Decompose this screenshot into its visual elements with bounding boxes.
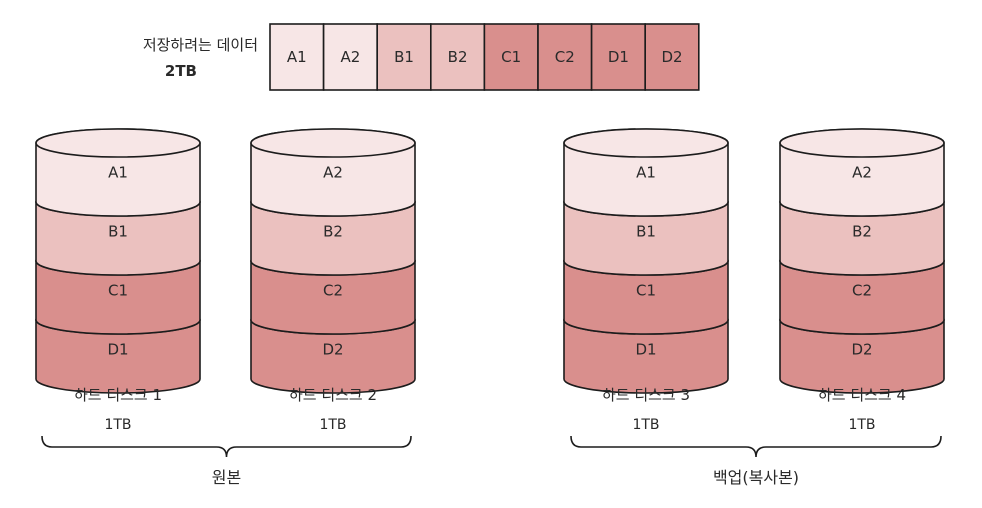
disk-segment-label: A2 (323, 164, 343, 182)
group-label: 원본 (212, 468, 241, 487)
group-label: 백업(복사본) (713, 468, 799, 487)
disk-segment-label: C2 (852, 282, 872, 300)
strip-cell-box (644, 23, 700, 91)
disk-segment-label: D1 (107, 341, 128, 359)
disk-segment: A1 (563, 128, 729, 217)
strip-cell-box (376, 23, 432, 91)
strip-cell: C2 (537, 23, 593, 91)
strip-cell: B1 (376, 23, 432, 91)
disk-name: 하드 디스크 1 (74, 386, 162, 404)
data-strip: A1 A2 B1 B2 C1 C2 D1 D2 (269, 23, 700, 91)
strip-cell: B2 (429, 23, 486, 91)
strip-cell-box (537, 23, 593, 91)
hard-disk: D2 C2 B2 A2 하드 디스크 2 1TB (250, 128, 416, 433)
disk-name: 하드 디스크 3 (602, 386, 690, 404)
strip-cell-label: C1 (501, 48, 521, 66)
disk-segment-label: A2 (852, 164, 872, 182)
strip-cell-label: D2 (661, 48, 682, 66)
disk-segment: A2 (779, 128, 945, 217)
strip-cell-box (322, 23, 379, 91)
disk-capacity: 1TB (848, 417, 875, 433)
disk-segment-label: A1 (636, 164, 656, 182)
disk-segment-top (779, 128, 945, 158)
disk-groups: 원본 백업(복사본) (41, 435, 942, 487)
strip-cell: D1 (590, 23, 646, 91)
disk-segment-label: A1 (108, 164, 128, 182)
group-brace: 백업(복사본) (570, 435, 942, 487)
strip-cell: A1 (269, 23, 325, 91)
disk-name: 하드 디스크 2 (289, 386, 377, 404)
disk-segment-top (250, 128, 416, 158)
hard-disk: D1 C1 B1 A1 하드 디스크 1 1TB (35, 128, 201, 433)
disk-segment-top (35, 128, 201, 158)
group-brace: 원본 (41, 435, 412, 487)
disk-capacity: 1TB (319, 417, 346, 433)
strip-cell-label: B1 (394, 48, 414, 66)
disk-name: 하드 디스크 4 (818, 386, 906, 404)
strip-cell-box (590, 23, 646, 91)
hard-disk: D1 C1 B1 A1 하드 디스크 3 1TB (563, 128, 729, 433)
hard-disk: D2 C2 B2 A2 하드 디스크 4 1TB (779, 128, 945, 433)
strip-cell-label: C2 (555, 48, 575, 66)
disk-segment-label: C2 (323, 282, 343, 300)
disk-segment-label: B1 (108, 223, 128, 241)
disk-segment: A2 (250, 128, 416, 217)
disk-segment-label: B2 (323, 223, 343, 241)
disk-segment-label: C1 (636, 282, 656, 300)
disk-segment-label: D1 (635, 341, 656, 359)
strip-cell-label: D1 (608, 48, 629, 66)
strip-cell: C1 (483, 23, 539, 91)
disk-segment-top (563, 128, 729, 158)
data-size: 2TB (165, 62, 197, 80)
disk-segment-label: D2 (851, 341, 872, 359)
disk-capacity: 1TB (632, 417, 659, 433)
strip-cell-box (269, 23, 325, 91)
disk-segment-label: D2 (322, 341, 343, 359)
brace-line (41, 435, 412, 458)
strip-cell: D2 (644, 23, 700, 91)
brace-line (570, 435, 942, 458)
disk-segment-label: B2 (852, 223, 872, 241)
strip-cell-label: B2 (448, 48, 468, 66)
disk-segment-label: B1 (636, 223, 656, 241)
disk-segment: A1 (35, 128, 201, 217)
disk-segment-label: C1 (108, 282, 128, 300)
strip-cell-label: A2 (340, 48, 360, 66)
strip-cell-label: A1 (287, 48, 307, 66)
disk-capacity: 1TB (104, 417, 131, 433)
strip-cell: A2 (322, 23, 379, 91)
strip-cell-box (483, 23, 539, 91)
data-title: 저장하려는 데이터 (143, 36, 258, 54)
